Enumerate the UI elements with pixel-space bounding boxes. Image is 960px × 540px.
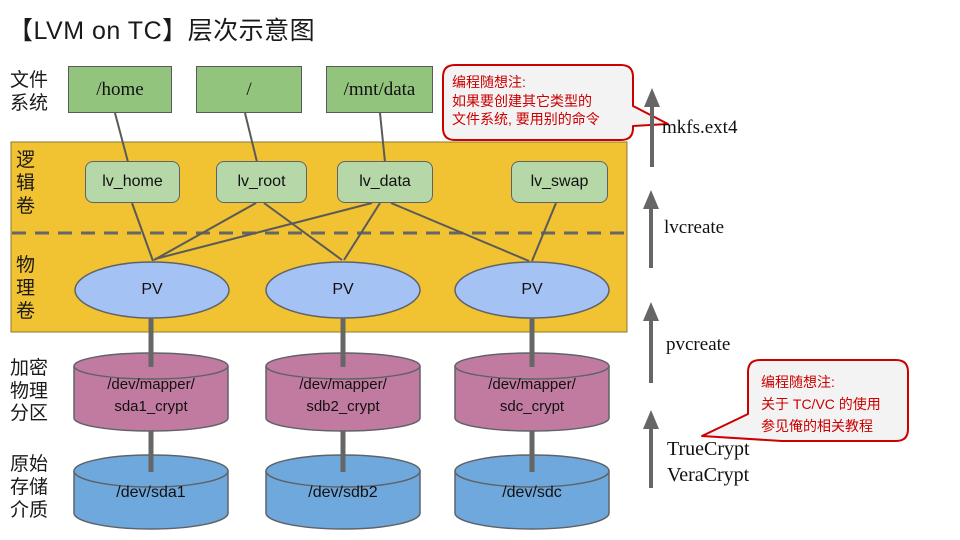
- pv3-label: PV: [521, 281, 543, 298]
- raw-device-3-label: /dev/sdc: [502, 484, 562, 501]
- connector-lvdata-pv3: [390, 202, 530, 262]
- label-truecrypt-veracrypt: TrueCrypt VeraCrypt: [667, 438, 750, 486]
- note-tc-text: 编程随想注: 关于 TC/VC 的使用 参见俺的相关教程: [761, 374, 881, 434]
- crypt-device-1-label: /dev/mapper/ sda1_crypt: [107, 376, 195, 415]
- raw-device-2-label: /dev/sdb2: [308, 484, 378, 501]
- mount-to-lv-connectors: [114, 112, 386, 163]
- connector-lvdata-pv1: [154, 202, 373, 260]
- truecrypt-arrow-head: [643, 410, 659, 429]
- raw-cylinders: [73, 454, 610, 530]
- label-lvcreate: lvcreate: [664, 217, 725, 238]
- connector-lvroot-pv2: [263, 202, 343, 261]
- label-pvcreate: pvcreate: [666, 334, 731, 355]
- mount-box-home: /home: [68, 66, 172, 113]
- row-label-raw-storage: 原始 存储 介质: [10, 454, 49, 521]
- connector-mntdata-lvdata: [379, 112, 386, 163]
- connector-lvhome-pv1: [131, 202, 154, 262]
- raw-device-1-label: /dev/sda1: [116, 484, 186, 501]
- connector-lvswap-pv3: [531, 202, 557, 262]
- row-label-filesystem: 文件 系统: [10, 70, 49, 114]
- note-bubble-filesystem: [442, 64, 669, 141]
- command-arrows: [643, 88, 660, 488]
- row-label-crypt-partition: 加密 物理 分区: [10, 358, 49, 424]
- page-title: 【LVM on TC】层次示意图: [8, 17, 316, 45]
- pv1-label: PV: [141, 281, 163, 298]
- lv-box-data: lv_data: [337, 161, 433, 203]
- note-bubbles: [442, 64, 909, 442]
- connector-lvdata-pv2: [343, 202, 381, 261]
- row-label-physical-volume: 物 理 卷: [16, 255, 36, 322]
- note-bubble-tc: [701, 359, 909, 442]
- pv2-label: PV: [332, 281, 354, 298]
- note-filesystem-text: 编程随想注: 如果要创建其它类型的 文件系统, 要用别的命令: [452, 74, 600, 127]
- pvcreate-arrow-head: [643, 302, 659, 321]
- lvcreate-arrow-head: [643, 190, 659, 209]
- crypt-device-2-label: /dev/mapper/ sdb2_crypt: [299, 376, 387, 415]
- connector-root-lvroot: [244, 112, 258, 163]
- lv-box-swap: lv_swap: [511, 161, 608, 203]
- row-label-logical-volume: 逻 辑 卷: [16, 150, 36, 217]
- pv-ellipses: [74, 261, 610, 319]
- lv-box-home: lv_home: [85, 161, 180, 203]
- mkfs-arrow-head: [644, 88, 660, 107]
- crypt-device-3-label: /dev/mapper/ sdc_crypt: [488, 376, 576, 415]
- lv-to-pv-connectors: [131, 202, 557, 262]
- connector-home-lvhome: [114, 112, 129, 163]
- mount-box-root: /: [196, 66, 302, 113]
- mount-box-mnt-data: /mnt/data: [326, 66, 433, 113]
- vertical-connectors: [148, 318, 535, 472]
- lv-box-root: lv_root: [216, 161, 307, 203]
- label-mkfs-ext4: mkfs.ext4: [662, 117, 738, 138]
- connector-lvroot-pv1: [153, 202, 257, 261]
